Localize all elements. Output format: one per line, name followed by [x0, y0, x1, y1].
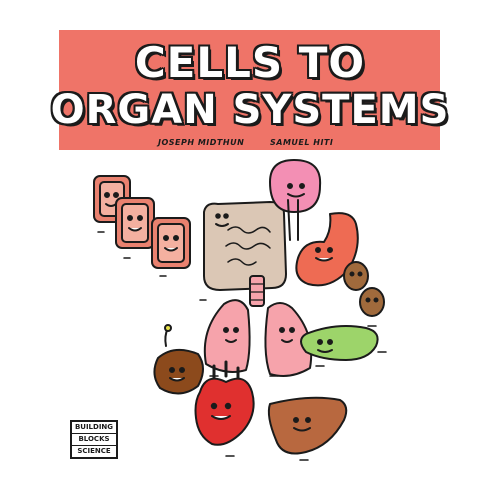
heart-character [194, 360, 255, 446]
intestine-character [203, 201, 287, 291]
illustrator-name: SAMUEL HITI [270, 138, 334, 147]
series-logo-line: SCIENCE [77, 447, 111, 455]
trachea-character [249, 275, 265, 307]
cell-character [151, 217, 191, 269]
spleen-character [153, 324, 204, 395]
liver-character [267, 396, 348, 455]
lungs-character [203, 299, 313, 377]
pancreas-character [300, 325, 379, 361]
cell-character [115, 197, 155, 249]
kidney-character [343, 261, 385, 317]
series-logo-line: BUILDING [72, 422, 116, 434]
book-title-line-2: ORGAN SYSTEMS [50, 87, 450, 133]
series-logo-line: BLOCKS [72, 434, 116, 446]
book-title-line-1: CELLS TO [134, 38, 366, 87]
brain-character [269, 159, 322, 241]
title-banner [59, 30, 440, 150]
stomach-character [295, 212, 359, 287]
author-name: JOSEPH MIDTHUN [158, 138, 245, 147]
series-logo: BUILDING BLOCKS SCIENCE [70, 420, 118, 459]
motion-marks [97, 231, 387, 461]
